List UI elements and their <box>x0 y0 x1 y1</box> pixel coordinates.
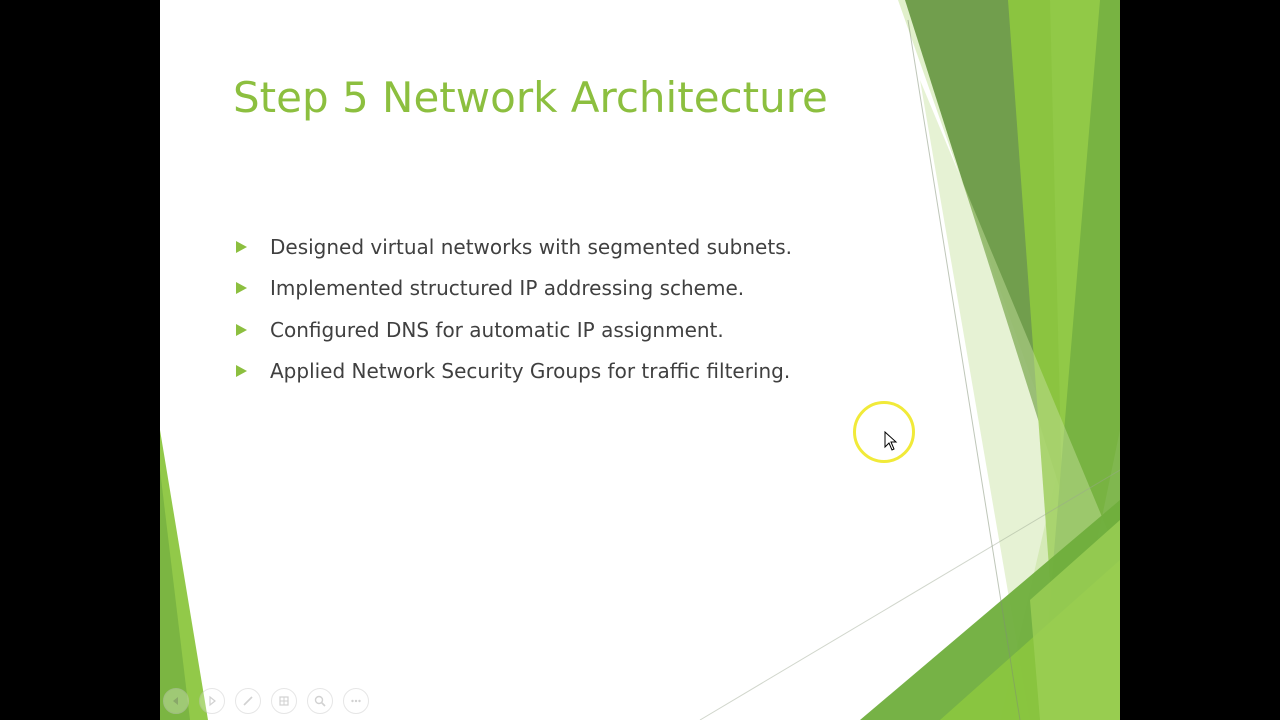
bullet-arrow-icon <box>236 240 247 253</box>
bullet-text: Configured DNS for automatic IP assignme… <box>270 317 724 342</box>
bullet-text: Applied Network Security Groups for traf… <box>270 359 791 384</box>
bullet-text: Designed virtual networks with segmented… <box>270 234 792 259</box>
slide[interactable]: Step 5 Network Architecture Designed vir… <box>160 0 1120 720</box>
bullet-arrow-icon <box>236 323 247 336</box>
mouse-pointer-icon <box>884 431 898 451</box>
bullet-item: Configured DNS for automatic IP assignme… <box>233 309 792 351</box>
cursor-highlight-ring <box>853 401 915 463</box>
bullet-item: Designed virtual networks with segmented… <box>233 226 792 268</box>
bullet-arrow-icon <box>236 282 247 295</box>
slide-decoration <box>160 0 1120 720</box>
bullet-arrow-icon <box>236 365 247 378</box>
bullet-text: Implemented structured IP addressing sch… <box>270 276 745 301</box>
zoom-icon[interactable] <box>307 688 333 714</box>
bullet-list: Designed virtual networks with segmented… <box>233 226 792 392</box>
slideshow-controls <box>163 688 369 714</box>
bullet-item: Implemented structured IP addressing sch… <box>233 268 792 310</box>
slide-title: Step 5 Network Architecture <box>233 73 828 122</box>
more-icon[interactable] <box>343 688 369 714</box>
pen-icon[interactable] <box>235 688 261 714</box>
slides-grid-icon[interactable] <box>271 688 297 714</box>
previous-icon[interactable] <box>163 688 189 714</box>
next-icon[interactable] <box>199 688 225 714</box>
bullet-item: Applied Network Security Groups for traf… <box>233 351 792 393</box>
